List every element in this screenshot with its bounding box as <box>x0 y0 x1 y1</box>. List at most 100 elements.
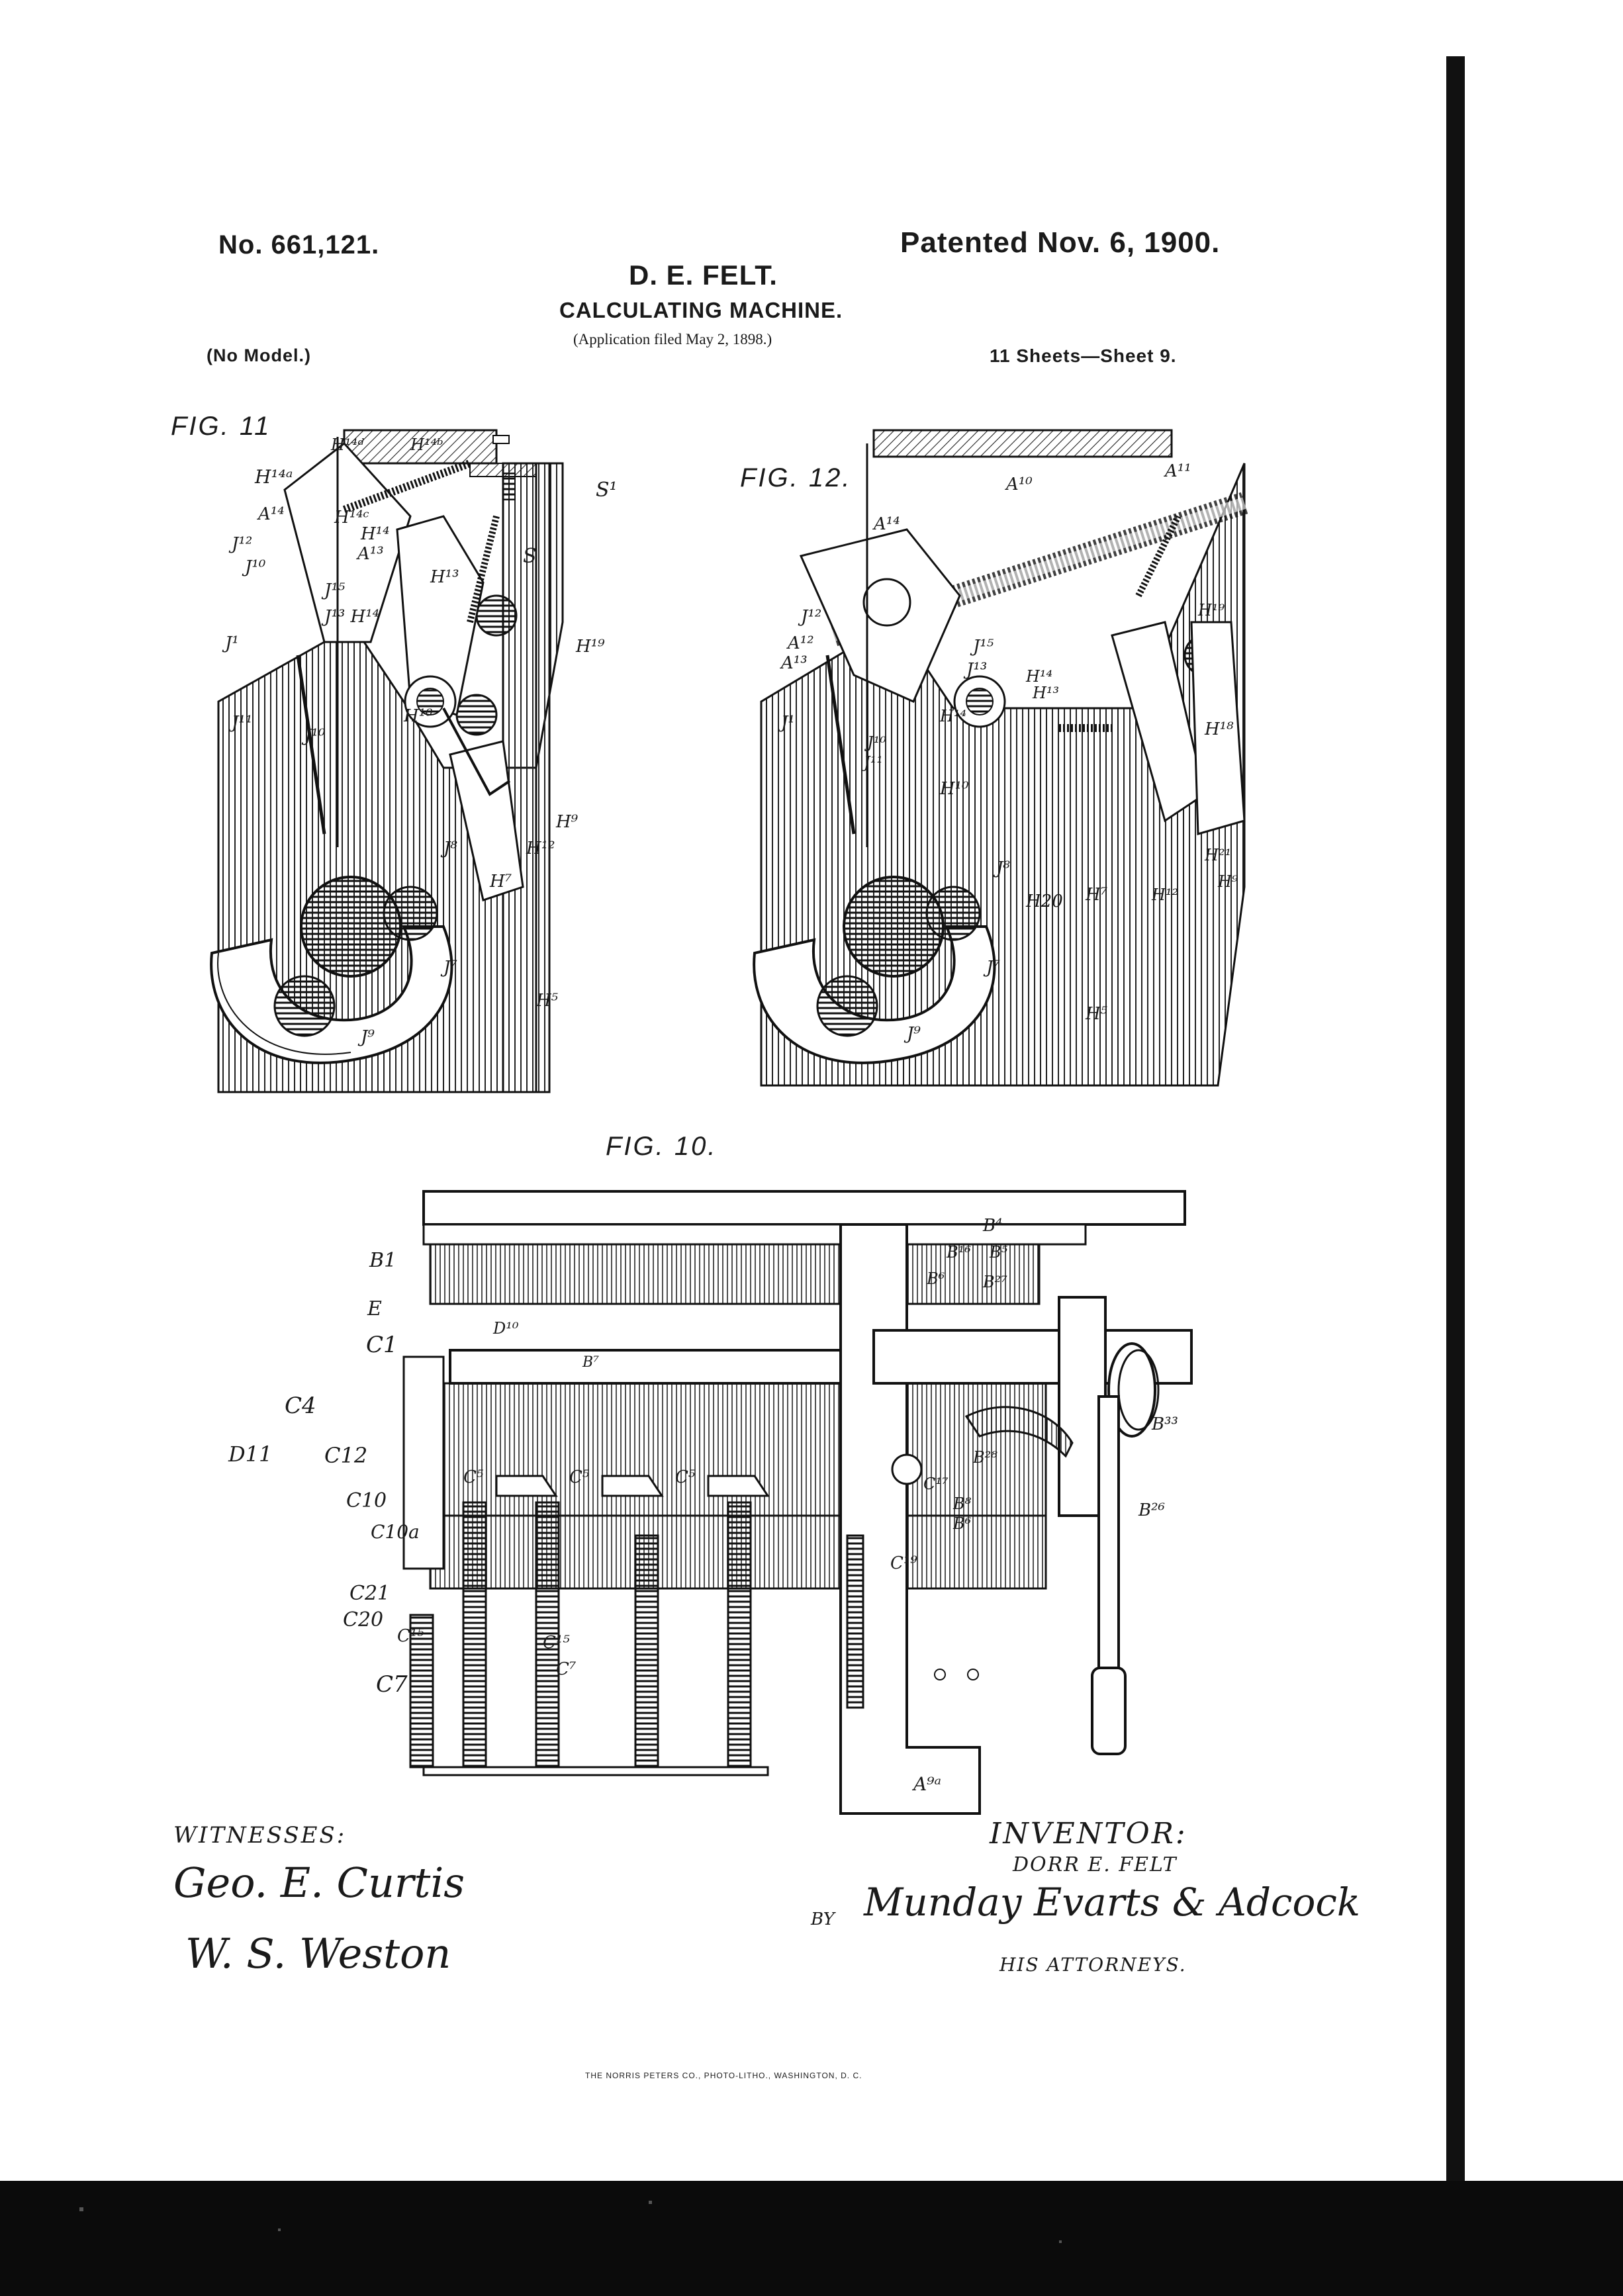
attorneys-signature: Munday Evarts & Adcock <box>864 1880 1361 1925</box>
svg-text:J¹³: J¹³ <box>963 660 987 680</box>
svg-text:H¹⁸: H¹⁸ <box>1204 719 1234 739</box>
svg-text:B⁵: B⁵ <box>989 1243 1008 1262</box>
svg-text:J¹⁵: J¹⁵ <box>970 637 994 657</box>
witness-1-signature: Geo. E. Curtis <box>173 1859 465 1907</box>
svg-text:H20: H20 <box>1025 892 1063 911</box>
svg-text:D¹⁰: D¹⁰ <box>492 1319 519 1338</box>
patent-number: No. 661,121. <box>218 230 380 259</box>
svg-text:J¹⁰: J¹⁰ <box>242 557 266 577</box>
fig10-label-d11: D11 <box>228 1442 273 1467</box>
attorneys-label: HIS ATTORNEYS. <box>999 1954 1187 1976</box>
fig-10-label: FIG. 10. <box>606 1132 718 1161</box>
svg-text:B²⁸: B²⁸ <box>972 1448 997 1467</box>
svg-text:C¹⁷: C¹⁷ <box>923 1475 949 1493</box>
svg-text:H¹⁹: H¹⁹ <box>575 637 605 657</box>
by-label: BY <box>811 1909 835 1929</box>
fig10-label-c12: C12 <box>324 1443 368 1468</box>
svg-text:B⁷: B⁷ <box>582 1354 599 1371</box>
inventor-name: D. E. FELT. <box>629 259 778 291</box>
svg-text:C⁵: C⁵ <box>463 1467 484 1487</box>
scan-edge-bar <box>1446 56 1465 2234</box>
svg-text:J¹²: J¹² <box>228 534 252 554</box>
svg-text:J⁸: J⁸ <box>440 839 457 858</box>
witnesses-label: WITNESSES: <box>173 1822 347 1849</box>
fig10-label-c1: C1 <box>366 1332 398 1358</box>
svg-text:B⁶: B⁶ <box>952 1514 972 1533</box>
svg-text:C¹⁵: C¹⁵ <box>543 1633 570 1653</box>
svg-text:J¹⁵: J¹⁵ <box>321 580 346 600</box>
svg-text:H¹⁴ᵇ: H¹⁴ᵇ <box>410 436 443 454</box>
svg-text:H¹⁴ᶜ: H¹⁴ᶜ <box>334 508 369 528</box>
svg-text:A¹⁴: A¹⁴ <box>872 514 900 534</box>
svg-text:H¹⁰: H¹⁰ <box>403 706 433 726</box>
svg-text:B²⁷: B²⁷ <box>982 1273 1007 1291</box>
svg-text:H⁷: H⁷ <box>1085 885 1108 905</box>
svg-text:H⁵: H⁵ <box>535 991 559 1011</box>
sheet-count: 11 Sheets—Sheet 9. <box>990 345 1177 366</box>
svg-text:A¹¹: A¹¹ <box>1164 461 1191 481</box>
witness-2-signature: W. S. Weston <box>185 1929 451 1978</box>
svg-text:H¹⁹: H¹⁹ <box>1197 601 1225 620</box>
figure-11-drawing: H¹⁴ᵃ H¹⁴ᵈ H¹⁴ᵇ A¹⁴ H¹⁴ᶜ J¹² A¹³ H¹⁴ J¹⁰ … <box>210 429 618 1093</box>
svg-text:J¹⁰: J¹⁰ <box>864 733 886 752</box>
fig10-label-c10a: C10a <box>371 1521 420 1543</box>
svg-text:J¹³ H¹⁴: J¹³ H¹⁴ <box>321 607 379 627</box>
svg-text:H²¹: H²¹ <box>1204 846 1231 864</box>
svg-text:H⁹: H⁹ <box>1217 872 1238 891</box>
svg-text:B⁸: B⁸ <box>952 1494 972 1513</box>
scan-bottom-band <box>0 2181 1623 2296</box>
svg-text:C⁵: C⁵ <box>675 1467 696 1487</box>
svg-text:C⁵: C⁵ <box>569 1467 590 1487</box>
figure-12-drawing: A¹⁴ A¹⁰ A¹¹ J¹² A¹² A¹³ J¹⁵ J¹³ H¹⁴ H¹³ … <box>753 429 1248 1087</box>
fig10-label-c20: C20 <box>343 1608 384 1631</box>
model-note: (No Model.) <box>207 345 311 365</box>
fig10-label-e: E <box>367 1297 382 1320</box>
svg-text:J¹²: J¹² <box>798 607 821 627</box>
svg-text:H⁷: H⁷ <box>489 872 512 892</box>
svg-text:B³³: B³³ <box>1151 1414 1178 1434</box>
svg-text:H¹⁴: H¹⁴ <box>1025 667 1052 686</box>
svg-text:A¹⁴: A¹⁴ <box>257 504 285 524</box>
printer-credit: THE NORRIS PETERS CO., PHOTO-LITHO., WAS… <box>585 2071 862 2080</box>
svg-text:B⁶: B⁶ <box>926 1269 945 1288</box>
svg-text:H¹³: H¹³ <box>1032 684 1059 702</box>
patent-date: Patented Nov. 6, 1900. <box>900 226 1221 259</box>
svg-text:B¹⁶: B¹⁶ <box>946 1243 971 1262</box>
inventor-name-signature: DORR E. FELT <box>1013 1853 1178 1876</box>
svg-text:H¹⁴: H¹⁴ <box>360 524 390 544</box>
application-date: (Application filed May 2, 1898.) <box>573 331 772 347</box>
svg-text:J⁷: J⁷ <box>983 958 1000 978</box>
svg-text:H⁹: H⁹ <box>555 812 579 832</box>
svg-text:C¹⁹: C¹⁹ <box>890 1553 917 1573</box>
fig10-label-c21: C21 <box>349 1582 391 1605</box>
fig10-label-c4: C4 <box>285 1393 316 1419</box>
fig10-label-c7: C7 <box>376 1671 408 1698</box>
fig-11-label: FIG. 11 <box>171 412 271 441</box>
svg-text:J¹¹: J¹¹ <box>860 753 883 772</box>
svg-text:H¹²: H¹² <box>1151 886 1178 904</box>
fig10-label-c10: C10 <box>346 1489 387 1512</box>
figure-10-drawing: B⁷ D¹⁰ C⁵ C⁵ C⁵ B⁴ B¹⁶ B⁵ B⁶ B²⁷ B³³ B²⁸… <box>397 1190 1193 1815</box>
svg-text:C¹⁵: C¹⁵ <box>397 1626 424 1646</box>
svg-text:C⁷: C⁷ <box>556 1659 577 1679</box>
svg-text:J⁹: J⁹ <box>904 1024 921 1044</box>
svg-text:A¹³: A¹³ <box>356 544 384 564</box>
fig-12-label: FIG. 12. <box>740 463 852 492</box>
svg-text:S¹: S¹ <box>596 479 618 502</box>
svg-text:J¹¹: J¹¹ <box>228 713 252 733</box>
svg-text:A¹⁰: A¹⁰ <box>1005 475 1033 494</box>
svg-text:J¹: J¹ <box>222 633 239 653</box>
svg-text:B⁴: B⁴ <box>982 1216 1003 1236</box>
svg-text:A¹²: A¹² <box>786 633 814 653</box>
svg-text:B²⁶: B²⁶ <box>1138 1500 1165 1520</box>
svg-text:H¹⁴: H¹⁴ <box>939 707 966 725</box>
svg-text:J⁸: J⁸ <box>993 858 1010 878</box>
fig10-label-b1: B1 <box>369 1249 397 1272</box>
svg-text:H¹⁰: H¹⁰ <box>939 779 969 799</box>
svg-text:H¹²: H¹² <box>526 839 555 858</box>
svg-text:J⁷: J⁷ <box>440 958 457 978</box>
svg-text:H⁵: H⁵ <box>1085 1004 1108 1024</box>
svg-text:A⁹ᵃ: A⁹ᵃ <box>911 1773 941 1795</box>
svg-text:H¹³: H¹³ <box>430 567 459 587</box>
svg-text:J⁹: J⁹ <box>357 1027 375 1047</box>
